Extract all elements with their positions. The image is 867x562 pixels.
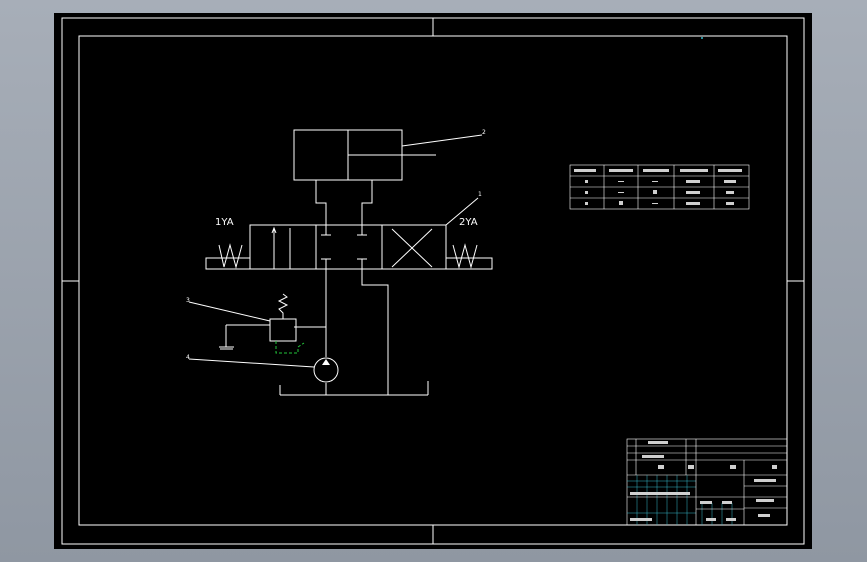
piping bbox=[279, 269, 429, 396]
inner-frame bbox=[78, 35, 788, 526]
sheet-frame bbox=[61, 17, 805, 545]
drawing-canvas: 2 bbox=[61, 17, 805, 545]
pump-arrow bbox=[322, 359, 330, 365]
leader-line-1 bbox=[445, 197, 479, 226]
title-block-marks bbox=[630, 441, 777, 521]
drawing-viewport[interactable]: 2 bbox=[54, 13, 812, 549]
callout-4: 4 bbox=[186, 354, 190, 361]
spring-right bbox=[452, 243, 478, 269]
coil-label-1ya: 1YA bbox=[215, 217, 234, 228]
callout-2: 2 bbox=[482, 129, 486, 136]
snap-point bbox=[701, 37, 703, 39]
title-block-frame bbox=[626, 438, 788, 526]
pipe-cylinder-right bbox=[361, 180, 373, 229]
solenoid-left bbox=[205, 257, 251, 270]
title-block bbox=[626, 438, 788, 526]
pipe-cylinder-left bbox=[315, 180, 327, 229]
relief-spring bbox=[277, 293, 289, 319]
pilot-line bbox=[275, 341, 305, 354]
leader-line-2 bbox=[401, 134, 483, 147]
callout-3: 3 bbox=[186, 297, 190, 304]
action-table-marks bbox=[574, 169, 742, 205]
title-block-grid bbox=[627, 475, 733, 525]
return-line bbox=[361, 269, 389, 395]
pump-circle bbox=[313, 357, 339, 383]
hydraulic-pump: 4 bbox=[186, 354, 339, 383]
right-envelope-cross-2 bbox=[391, 228, 433, 268]
coil-label-2ya: 2YA bbox=[459, 217, 478, 228]
action-table bbox=[569, 164, 750, 210]
valve-body bbox=[249, 224, 447, 270]
relief-valve: 3 bbox=[186, 293, 305, 354]
leader-line-3 bbox=[188, 301, 271, 322]
leader-line-4 bbox=[188, 358, 315, 368]
spring-left bbox=[218, 243, 243, 269]
directional-valve: 1YA 2YA 1 bbox=[205, 191, 493, 270]
callout-1: 1 bbox=[478, 191, 482, 198]
relief-valve-body bbox=[269, 318, 297, 342]
hydraulic-cylinder: 2 bbox=[293, 129, 486, 229]
